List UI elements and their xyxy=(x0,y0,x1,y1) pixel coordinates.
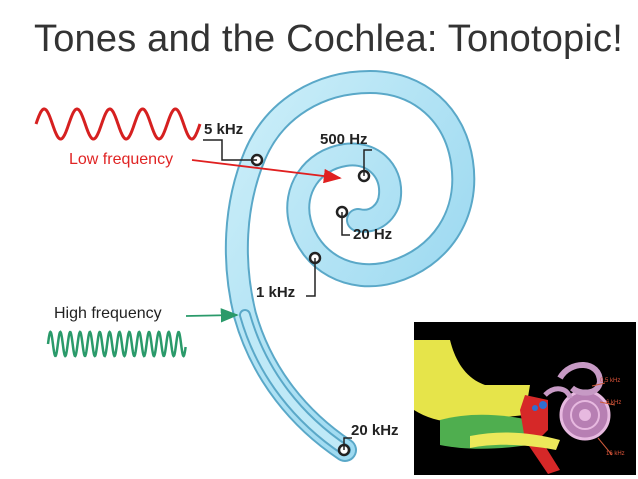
high-frequency-arrow xyxy=(185,308,239,323)
label-20hz: 20 Hz xyxy=(353,226,393,243)
leader-20hz xyxy=(341,212,350,236)
label-500hz: 500 Hz xyxy=(320,131,368,148)
leader-5khz xyxy=(203,139,257,161)
low-frequency-arrow xyxy=(191,159,342,184)
inset-label-b: 6 kHz xyxy=(606,400,622,406)
low-frequency-label: Low frequency xyxy=(69,151,174,168)
label-5khz: 5 kHz xyxy=(204,121,244,138)
high-frequency-label: High frequency xyxy=(54,305,162,322)
label-1khz: 1 kHz xyxy=(256,284,296,301)
cochlea-spiral xyxy=(226,71,474,460)
leader-500hz xyxy=(363,149,372,176)
label-20khz: 20 kHz xyxy=(351,422,399,439)
inset-label-c: 16 kHz xyxy=(606,451,625,457)
leader-20khz xyxy=(343,437,352,450)
inset-label-a: 0.5 kHz xyxy=(600,378,621,384)
slide-title: Tones and the Cochlea: Tonotopic! xyxy=(34,18,623,60)
leader-1khz xyxy=(306,258,316,297)
high-frequency-wave xyxy=(46,330,187,358)
ear-cross-section-inset xyxy=(414,322,636,475)
low-frequency-wave xyxy=(34,107,202,141)
